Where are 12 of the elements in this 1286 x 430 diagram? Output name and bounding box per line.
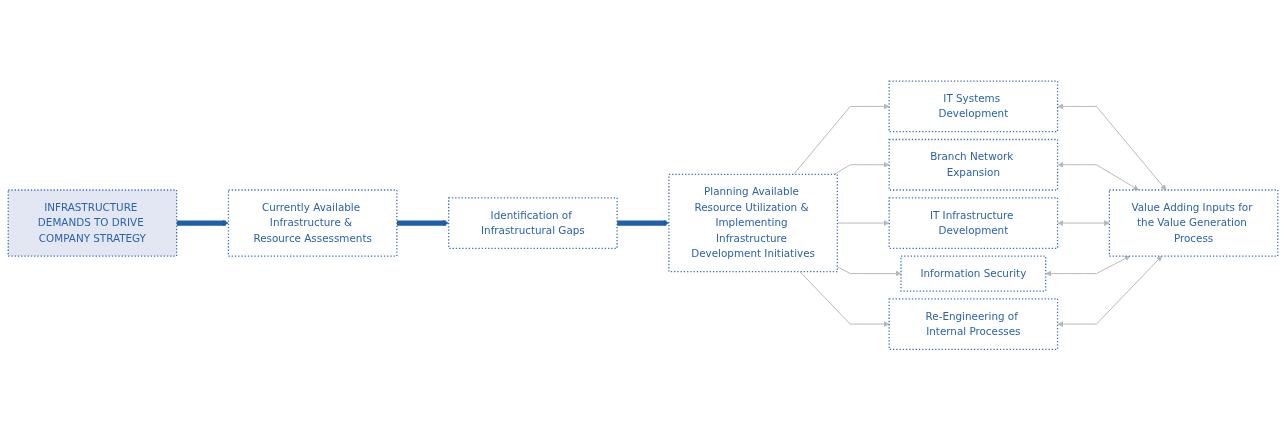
node-box: IT Systems Development (888, 80, 1059, 133)
node-box: Value Adding Inputs for the Value Generation Process (1108, 189, 1279, 257)
arrow (176, 219, 229, 226)
node-box: Information Security (900, 255, 1047, 292)
arrow (396, 219, 449, 226)
node-box: Planning Available Resource Utilization & Implementing Infrastructure Development Initiatives (668, 173, 838, 272)
node-box: Identification of Infrastructural Gaps (448, 196, 618, 249)
node-box: IT Infrastructure Development (888, 196, 1059, 249)
node-box: INFRASTRUCTURE DEMANDS TO DRIVE COMPANY STRATEGY (7, 189, 178, 257)
node-box: Re-Engineering of Internal Processes (888, 297, 1059, 350)
node-box: Branch Network Expansion (888, 138, 1059, 191)
node-box: Currently Available Infrastructure & Resource Assessments (227, 189, 398, 257)
